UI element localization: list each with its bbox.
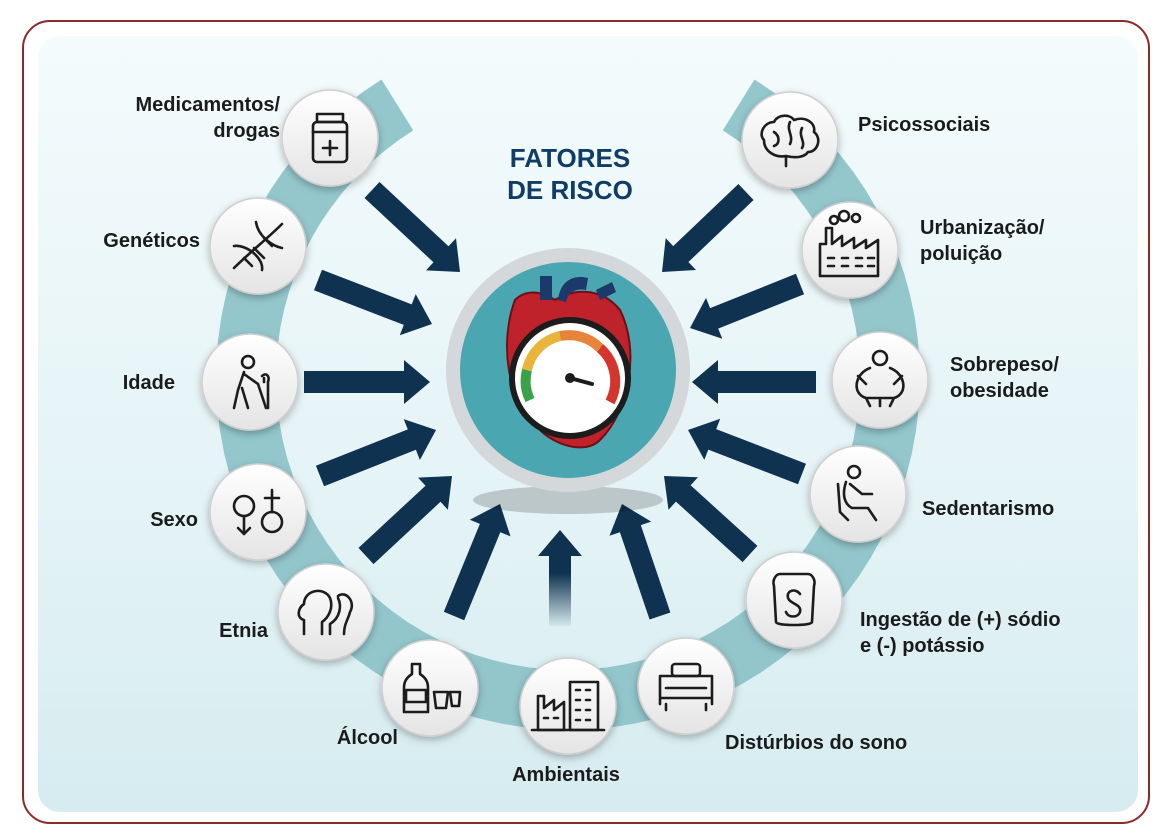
arrows-group [304, 182, 816, 626]
salt-shaker-icon [772, 572, 816, 627]
title-line-2: DE RISCO [507, 175, 633, 205]
factor-node-7 [519, 657, 617, 755]
arrow-6 [443, 504, 511, 621]
factor-label-line: Sedentarismo [922, 498, 1055, 520]
factor-label-5: Etnia [219, 618, 268, 644]
factor-label-line: Álcool [336, 727, 398, 749]
factor-label-11: Sobrepeso/obesidade [950, 352, 1059, 404]
factor-node-1 [281, 89, 379, 187]
factor-node-6 [381, 639, 479, 737]
factor-node-10 [809, 445, 907, 543]
factor-label-line: Etnia [219, 620, 268, 642]
factor-node-circle [209, 463, 307, 561]
factor-label-7: Ambientais [486, 762, 646, 788]
factory-buildings-icon [530, 680, 606, 732]
factor-label-line: e (-) potássio [860, 635, 985, 657]
factor-node-12 [801, 201, 899, 299]
polluting-factory-icon [818, 209, 880, 278]
arrow-13 [662, 184, 754, 272]
factor-node-circle [201, 333, 299, 431]
factor-node-5 [277, 563, 375, 661]
arrow-10 [688, 418, 806, 485]
factor-node-circle [277, 563, 375, 661]
factor-label-line: Genéticos [103, 230, 200, 252]
factor-node-13 [741, 91, 839, 189]
arrow-5 [358, 476, 452, 565]
factor-node-circle [809, 445, 907, 543]
factor-label-line: Medicamentos/ [135, 94, 280, 116]
factor-node-circle [831, 331, 929, 429]
elderly-person-icon [232, 354, 270, 410]
factor-label-8: Distúrbios do sono [725, 730, 907, 756]
factor-label-line: obesidade [950, 380, 1049, 402]
diagram-title: FATORES DE RISCO [470, 142, 670, 206]
factor-node-circle [637, 637, 735, 735]
factor-node-circle [745, 551, 843, 649]
factor-label-line: Ingestão de (+) sódio [860, 609, 1061, 631]
factor-node-circle [519, 657, 617, 755]
overweight-person-icon [855, 349, 905, 408]
gender-symbols-icon [232, 488, 284, 536]
factor-label-3: Idade [123, 370, 175, 396]
heart-gauge-icon [506, 276, 632, 449]
factor-label-2: Genéticos [103, 228, 200, 254]
arrow-9 [664, 476, 758, 563]
factor-label-13: Psicossociais [858, 112, 990, 138]
factor-node-circle [281, 89, 379, 187]
factor-label-line: Sobrepeso/ [950, 354, 1059, 376]
factor-label-line: drogas [213, 120, 280, 142]
factor-label-line: Urbanização/ [920, 217, 1045, 239]
factor-node-8 [637, 637, 735, 735]
title-line-1: FATORES [509, 143, 631, 173]
factor-label-line: Sexo [150, 509, 198, 531]
arrow-11 [692, 360, 816, 404]
factor-node-4 [209, 463, 307, 561]
factor-node-9 [745, 551, 843, 649]
factor-label-line: Idade [122, 372, 175, 394]
arrow-12 [690, 273, 805, 339]
dna-icon [232, 220, 284, 272]
human-heads-icon [297, 589, 354, 636]
arrow-4 [315, 419, 436, 487]
factor-node-11 [831, 331, 929, 429]
arrow-7 [538, 530, 582, 626]
factor-label-4: Sexo [150, 507, 198, 533]
factor-label-1: Medicamentos/drogas [136, 92, 280, 144]
bed-icon [658, 662, 714, 712]
brain-icon [760, 114, 820, 168]
factor-node-3 [201, 333, 299, 431]
factor-label-12: Urbanização/poluição [920, 215, 1044, 267]
factor-nodes [201, 89, 929, 755]
factor-label-9: Ingestão de (+) sódio e (-) potássio [860, 607, 1061, 659]
arrow-1 [364, 182, 460, 272]
factor-label-line: Ambientais [512, 764, 620, 786]
medicine-bottle-icon [311, 112, 349, 164]
factor-node-circle [381, 639, 479, 737]
arrow-8 [609, 504, 671, 620]
alcohol-bottle-icon [402, 662, 462, 714]
factor-label-10: Sedentarismo [922, 496, 1054, 522]
central-hub [446, 248, 690, 514]
factor-label-line: Distúrbios do sono [725, 732, 908, 754]
factor-node-circle [801, 201, 899, 299]
factor-label-line: poluição [920, 243, 1003, 265]
factor-label-6: Álcool [337, 725, 398, 751]
seated-person-icon [836, 464, 878, 522]
factor-node-2 [209, 197, 307, 295]
arrow-2 [314, 269, 432, 336]
arrow-3 [304, 360, 430, 404]
factor-label-line: Psicossociais [858, 114, 991, 136]
